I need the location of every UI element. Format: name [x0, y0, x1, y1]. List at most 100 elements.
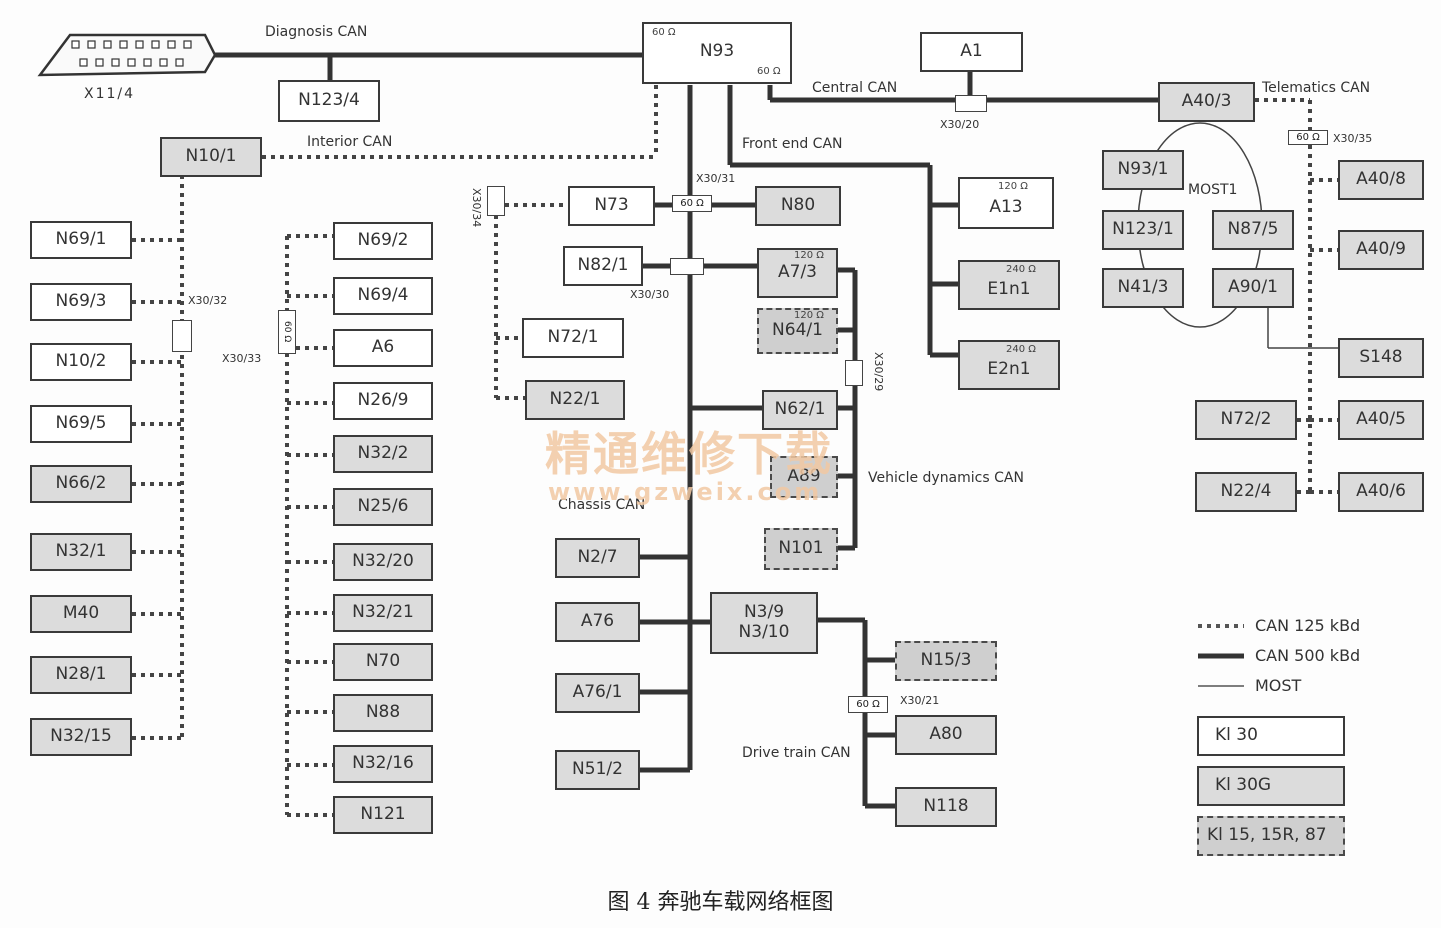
node-e2n1[interactable]: E2n1 — [958, 340, 1060, 390]
node-n123-1[interactable]: N123/1 — [1102, 210, 1184, 250]
node-a6[interactable]: A6 — [333, 329, 433, 367]
watermark-cn: 精通维修下载 — [545, 427, 833, 481]
node-n32-20-label: N32/20 — [352, 551, 414, 572]
node-n26-9-label: N26/9 — [357, 390, 409, 411]
n93-resistor-label-2: 60 Ω — [757, 66, 781, 77]
node-a76-1[interactable]: A76/1 — [555, 673, 640, 713]
node-n32-20[interactable]: N32/20 — [333, 543, 433, 581]
node-n10-1[interactable]: N10/1 — [160, 137, 262, 177]
legend-kl30-label: Kl 30 — [1215, 725, 1258, 746]
x30-34-junction — [487, 186, 505, 216]
node-m40[interactable]: M40 — [30, 595, 132, 633]
n93-resistor-label-1: 60 Ω — [652, 27, 676, 38]
node-s148[interactable]: S148 — [1338, 338, 1424, 378]
node-a40-3-label: A40/3 — [1181, 91, 1232, 112]
most-ring-label: MOST1 — [1188, 182, 1238, 198]
watermark-url: www.gzweix.com — [548, 478, 823, 506]
node-n69-1-label: N69/1 — [55, 229, 107, 250]
node-a40-6-label: A40/6 — [1356, 481, 1406, 502]
node-a40-6[interactable]: A40/6 — [1338, 472, 1424, 512]
node-n118[interactable]: N118 — [895, 787, 997, 827]
drive-train-can-label: Drive train CAN — [742, 745, 851, 761]
node-n70-label: N70 — [365, 651, 401, 672]
node-n121-label: N121 — [360, 804, 406, 825]
node-n72-1[interactable]: N72/1 — [522, 318, 624, 358]
node-n93-1-label: N93/1 — [1117, 159, 1169, 180]
node-n51-2-label: N51/2 — [572, 759, 623, 780]
node-n72-2[interactable]: N72/2 — [1195, 400, 1297, 440]
node-n69-3-label: N69/3 — [55, 291, 107, 312]
node-a89[interactable]: A89 — [770, 456, 838, 498]
node-n69-5[interactable]: N69/5 — [30, 405, 132, 443]
node-n15-3[interactable]: N15/3 — [895, 641, 997, 681]
node-e2n1-label: E2n1 — [987, 359, 1031, 380]
node-a76[interactable]: A76 — [555, 602, 640, 642]
node-e1n1[interactable]: E1n1 — [958, 260, 1060, 310]
node-n80-label: N80 — [780, 195, 816, 216]
node-n69-1[interactable]: N69/1 — [30, 221, 132, 259]
legend-kl30g: Kl 30G — [1197, 766, 1345, 806]
node-a40-3[interactable]: A40/3 — [1158, 82, 1255, 122]
legend-can125: CAN 125 kBd — [1255, 616, 1361, 635]
node-n28-1[interactable]: N28/1 — [30, 656, 132, 694]
node-n69-4-label: N69/4 — [357, 285, 409, 306]
x30-31-resistor: 60 Ω — [672, 195, 712, 212]
node-n25-6[interactable]: N25/6 — [333, 488, 433, 526]
node-n32-21[interactable]: N32/21 — [333, 594, 433, 632]
node-n32-2[interactable]: N32/2 — [333, 435, 433, 473]
node-n3-9[interactable]: N3/9 N3/10 — [710, 592, 818, 654]
node-n80[interactable]: N80 — [755, 186, 841, 226]
node-a40-8[interactable]: A40/8 — [1338, 160, 1424, 200]
x30-32-junction — [172, 320, 192, 352]
node-a13[interactable]: A13 — [958, 177, 1054, 229]
node-a1[interactable]: A1 — [920, 32, 1023, 72]
node-n62-1[interactable]: N62/1 — [762, 390, 838, 430]
node-a80[interactable]: A80 — [895, 715, 997, 755]
node-a40-5[interactable]: A40/5 — [1338, 400, 1424, 440]
node-n22-4[interactable]: N22/4 — [1195, 472, 1297, 512]
node-n87-5[interactable]: N87/5 — [1212, 210, 1294, 250]
node-n73[interactable]: N73 — [568, 186, 655, 226]
e2n1-resistor-label: 240 Ω — [1006, 344, 1036, 355]
node-n32-1-label: N32/1 — [55, 541, 107, 562]
x30-35-resistor: 60 Ω — [1288, 130, 1328, 145]
node-n41-3[interactable]: N41/3 — [1102, 268, 1184, 308]
telematics-can-label: Telematics CAN — [1262, 80, 1371, 96]
a13-resistor-label: 120 Ω — [998, 181, 1028, 192]
node-n25-6-label: N25/6 — [357, 496, 409, 517]
node-n66-2[interactable]: N66/2 — [30, 465, 132, 503]
node-n32-1[interactable]: N32/1 — [30, 533, 132, 571]
node-n64-1[interactable]: N64/1 — [757, 308, 838, 354]
node-n123-1-label: N123/1 — [1112, 219, 1174, 240]
node-a40-8-label: A40/8 — [1356, 169, 1406, 190]
node-n64-1-label: N64/1 — [772, 320, 823, 341]
node-n69-4[interactable]: N69/4 — [333, 277, 433, 315]
connector-x30-32: X30/32 — [188, 294, 228, 307]
x30-29-junction — [845, 360, 863, 386]
node-n22-1[interactable]: N22/1 — [525, 380, 625, 420]
node-n82-1[interactable]: N82/1 — [563, 246, 643, 286]
node-n88[interactable]: N88 — [333, 694, 433, 732]
front-end-can-label: Front end CAN — [742, 136, 843, 152]
node-n69-2[interactable]: N69/2 — [333, 222, 433, 260]
node-n101[interactable]: N101 — [764, 528, 838, 570]
node-n51-2[interactable]: N51/2 — [555, 750, 640, 790]
node-a40-9[interactable]: A40/9 — [1338, 230, 1424, 270]
node-n66-2-label: N66/2 — [55, 473, 107, 494]
node-n32-15[interactable]: N32/15 — [30, 718, 132, 756]
node-a90-1[interactable]: A90/1 — [1212, 268, 1294, 308]
node-n69-3[interactable]: N69/3 — [30, 283, 132, 321]
node-n70[interactable]: N70 — [333, 643, 433, 681]
node-n93[interactable]: N93 — [642, 22, 792, 84]
node-n2-7[interactable]: N2/7 — [555, 538, 640, 578]
node-n32-16[interactable]: N32/16 — [333, 745, 433, 783]
node-n93-1[interactable]: N93/1 — [1102, 150, 1184, 190]
node-m40-label: M40 — [62, 603, 100, 624]
node-n10-2[interactable]: N10/2 — [30, 343, 132, 381]
node-n26-9[interactable]: N26/9 — [333, 382, 433, 420]
node-a7-3[interactable]: A7/3 — [757, 248, 838, 298]
node-n87-5-label: N87/5 — [1227, 219, 1279, 240]
node-n121[interactable]: N121 — [333, 796, 433, 834]
node-n123-4[interactable]: N123/4 — [278, 80, 380, 122]
